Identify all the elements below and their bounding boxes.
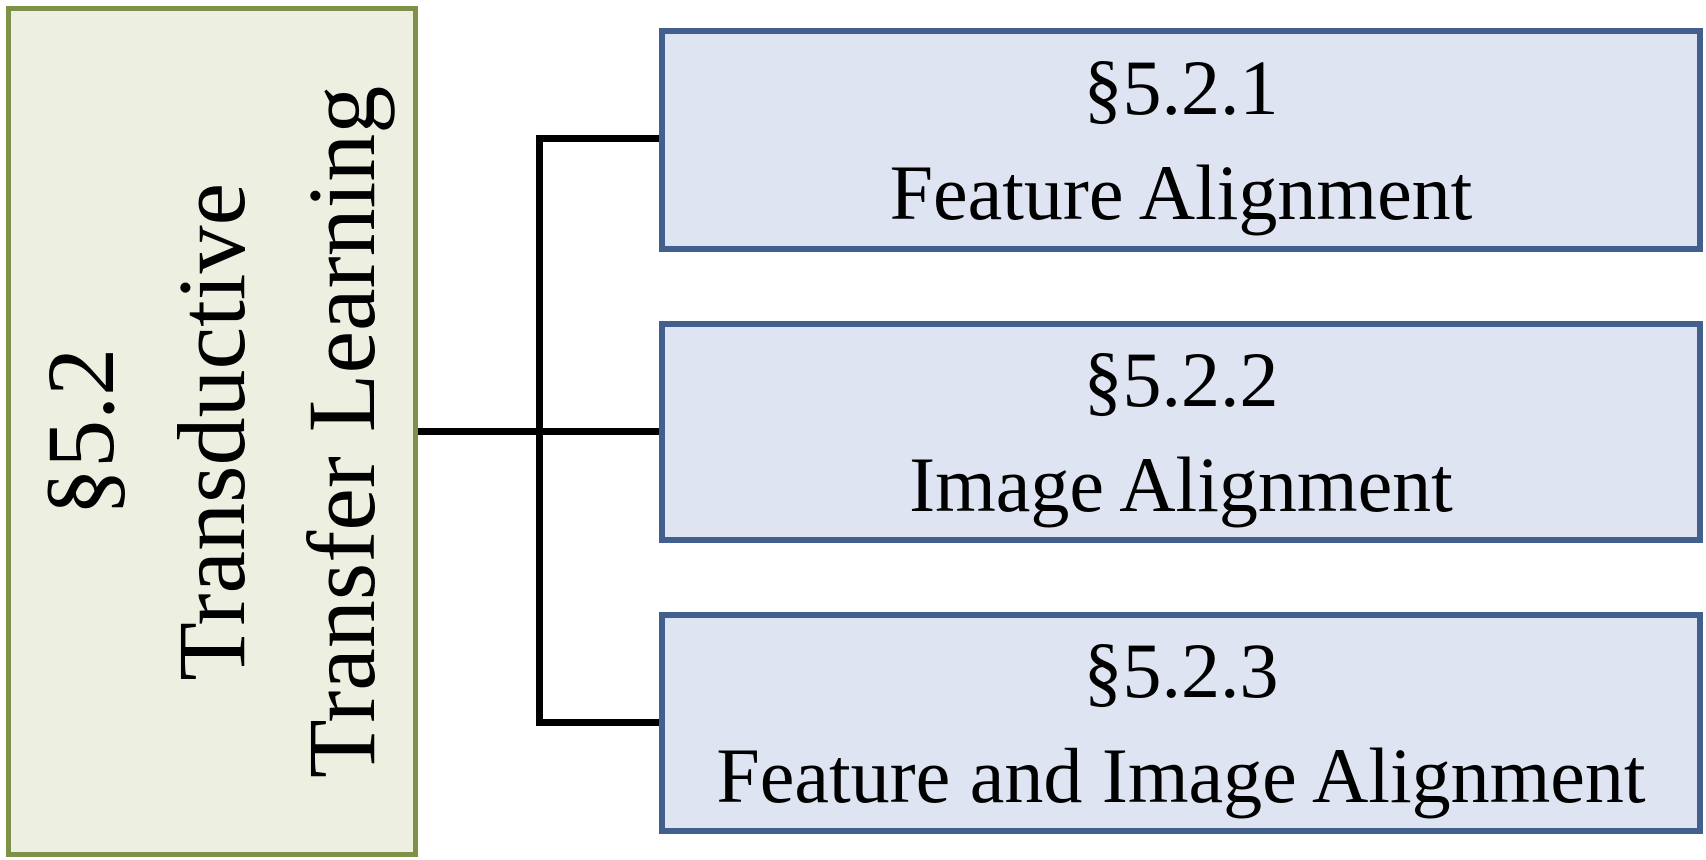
child-title-label: Feature and Image Alignment bbox=[716, 732, 1646, 819]
child-title-label: Image Alignment bbox=[909, 441, 1453, 528]
root-node-transductive-transfer-learning: §5.2 Transductive Transfer Learning bbox=[6, 6, 418, 857]
connector-branch-feature-and-image-alignment bbox=[536, 719, 662, 726]
child-section-label: §5.2.3 bbox=[1083, 627, 1279, 714]
connector-branch-image-alignment bbox=[418, 428, 662, 435]
child-node-feature-alignment: §5.2.1 Feature Alignment bbox=[659, 28, 1703, 252]
child-section-label: §5.2.1 bbox=[1083, 44, 1279, 131]
connector-branch-feature-alignment bbox=[536, 135, 662, 142]
child-node-feature-and-image-alignment: §5.2.3 Feature and Image Alignment bbox=[659, 612, 1703, 834]
root-section-label: §5.2 bbox=[27, 347, 135, 516]
root-title-line-2: Transfer Learning bbox=[288, 85, 396, 778]
root-node-text: §5.2 Transductive Transfer Learning bbox=[16, 16, 408, 846]
root-title-line-1: Transductive bbox=[157, 182, 265, 681]
child-node-image-alignment: §5.2.2 Image Alignment bbox=[659, 321, 1703, 543]
child-section-label: §5.2.2 bbox=[1083, 336, 1279, 423]
child-title-label: Feature Alignment bbox=[889, 149, 1473, 236]
